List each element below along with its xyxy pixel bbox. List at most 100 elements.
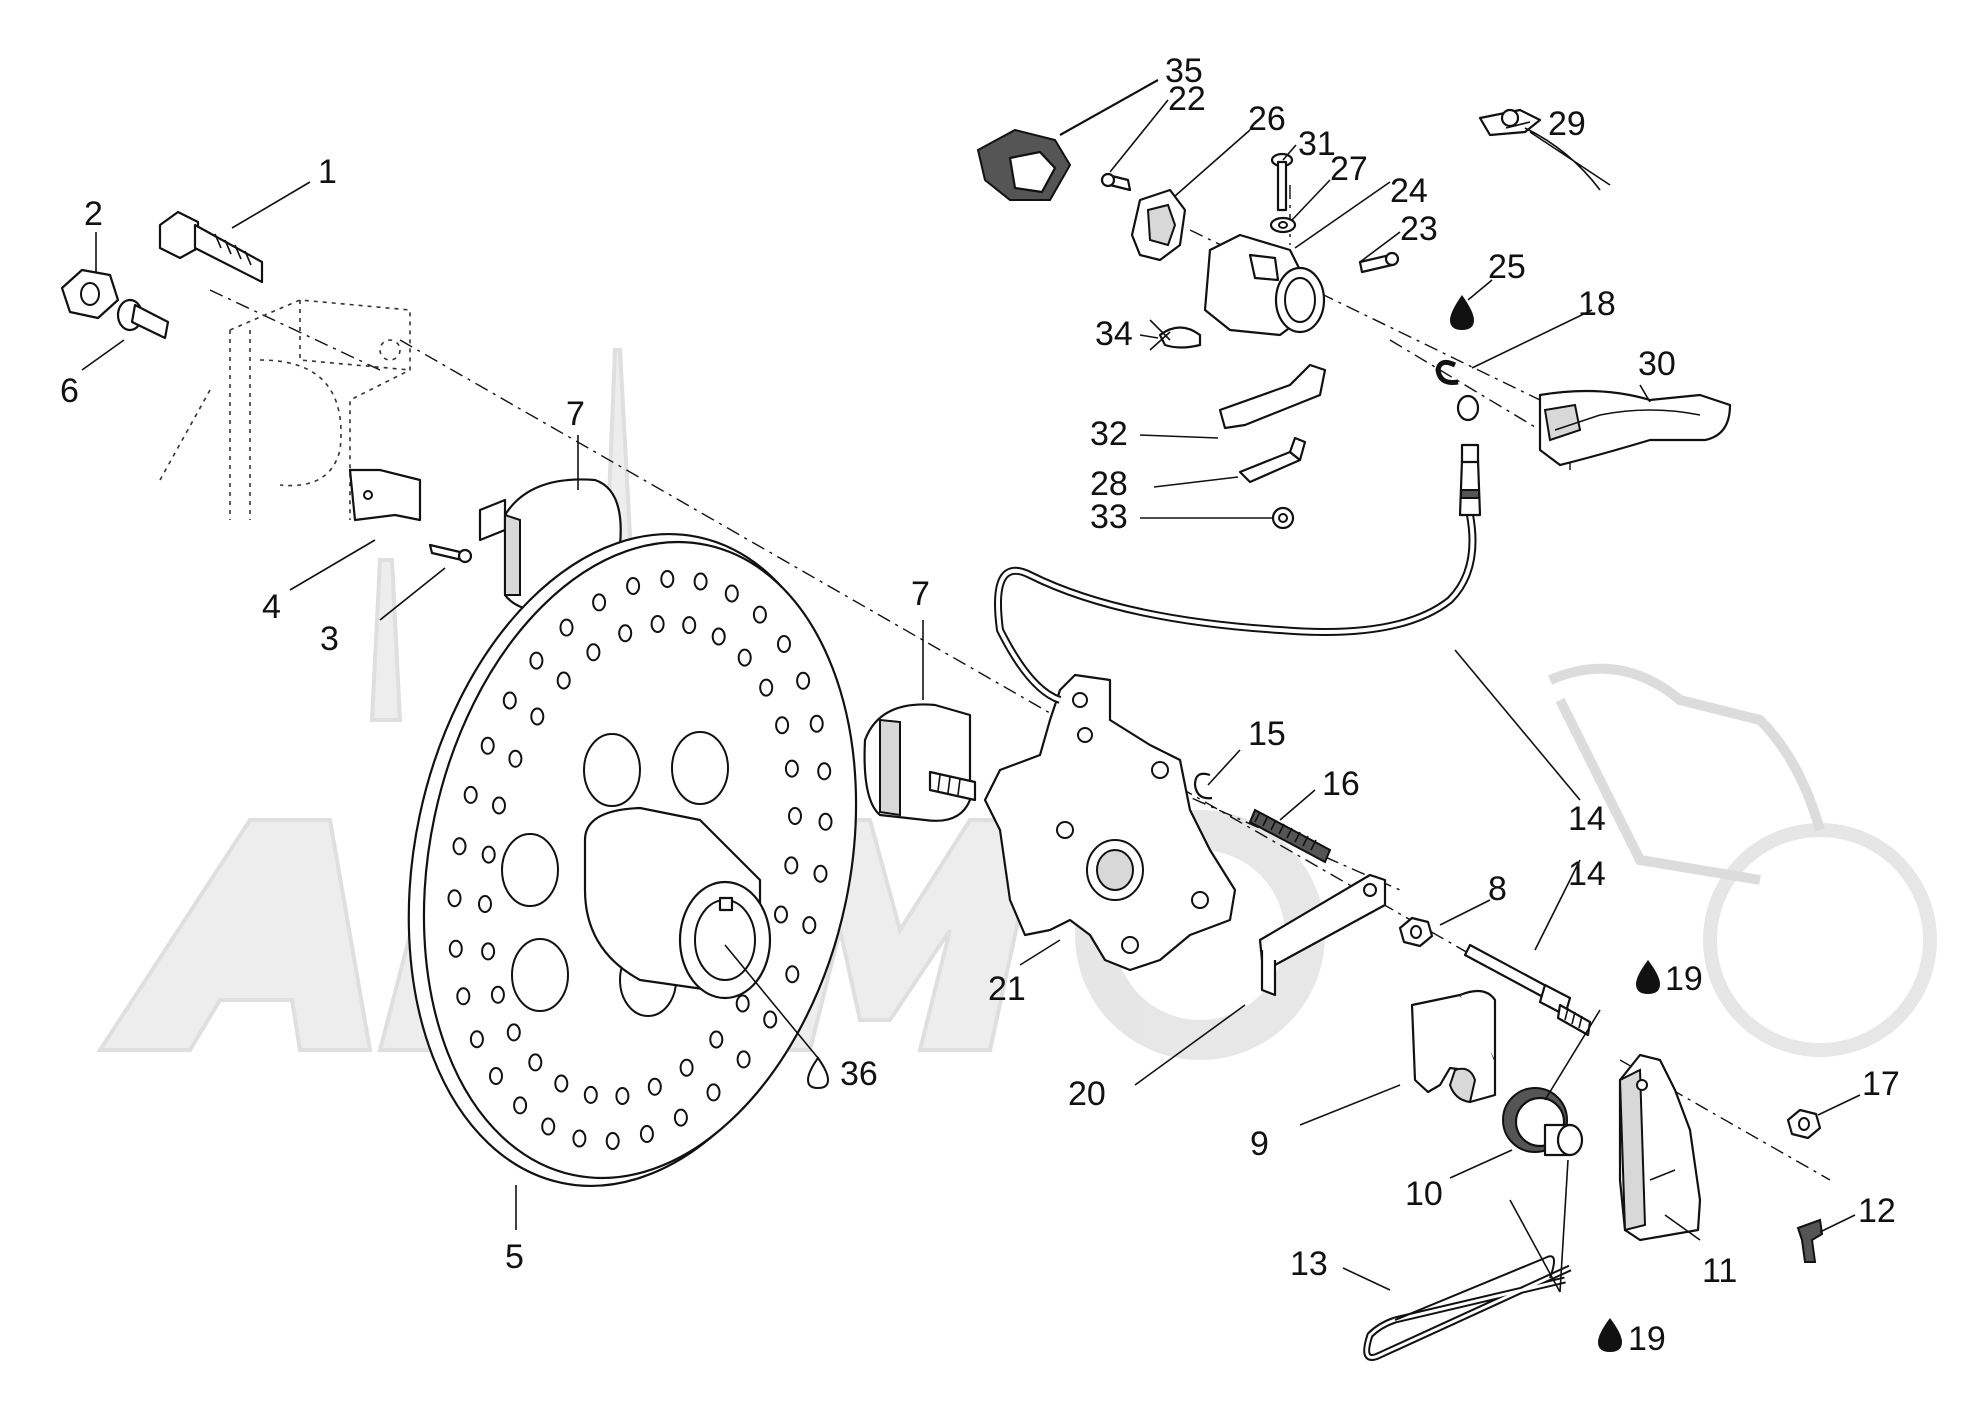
- disc-perforation-hole: [788, 807, 802, 825]
- callout-36: 36: [840, 1055, 878, 1093]
- disc-perforation-hole: [818, 812, 833, 831]
- watermark: [96, 348, 1937, 1060]
- part-25-grease-point: [1450, 295, 1474, 330]
- disc-perforation-hole: [508, 749, 523, 768]
- disc-perforation-hole: [478, 895, 492, 913]
- disc-perforation-hole: [559, 618, 574, 637]
- disc-perforation-hole: [456, 987, 471, 1006]
- disc-perforation-hole: [481, 845, 496, 864]
- disc-perforation-hole: [796, 671, 811, 690]
- callout-19-upper: 19: [1665, 960, 1703, 998]
- part-21-caliper: [983, 673, 1237, 972]
- callout-9: 9: [1250, 1125, 1269, 1163]
- disc-perforation-hole: [813, 864, 828, 883]
- disc-perforation-hole: [673, 1108, 688, 1127]
- disc-perforation-hole: [784, 856, 799, 875]
- callout-8: 8: [1488, 870, 1507, 908]
- oil-drop-icon: [1636, 960, 1660, 994]
- callout-19-lower: 19: [1628, 1320, 1666, 1358]
- disc-perforation-hole: [618, 624, 633, 643]
- part-4-clip: [348, 468, 422, 522]
- part-12-screw: [1796, 1218, 1824, 1263]
- part-7-brake-pad-inner: [863, 703, 977, 822]
- disc-perforation-hole: [605, 1132, 620, 1150]
- callout-28: 28: [1090, 465, 1128, 503]
- brake-disc-hub: [583, 806, 772, 1000]
- disc-perforation-hole: [660, 570, 675, 588]
- part-2-nut: [60, 268, 120, 320]
- disc-perforation-hole: [541, 1117, 556, 1136]
- part-31-clevis-pin: [1270, 152, 1294, 212]
- part-29-brake-switch: [1478, 108, 1611, 191]
- disc-perforation-hole: [774, 905, 788, 924]
- callout-33: 33: [1090, 498, 1128, 536]
- callout-35: 35: [1165, 52, 1203, 90]
- disc-perforation-hole: [506, 1023, 521, 1042]
- part-1-bolt: [158, 210, 264, 284]
- callout-5: 5: [505, 1238, 524, 1276]
- oil-drop-icon: [1598, 1318, 1622, 1352]
- disc-perforation-hole: [650, 615, 665, 633]
- callout-10: 10: [1405, 1175, 1443, 1213]
- part-27-washer: [1269, 216, 1297, 234]
- disc-perforation-hole: [679, 1058, 694, 1077]
- disc-perforation-hole: [592, 593, 607, 612]
- callout-11: 11: [1702, 1252, 1737, 1290]
- disc-perforation-hole: [513, 1096, 528, 1115]
- callout-29: 29: [1548, 105, 1586, 143]
- callout-1: 1: [318, 153, 337, 191]
- part-26-cover-plate: [1130, 188, 1187, 262]
- part-32-actuator-arm: [1218, 363, 1327, 430]
- brake-disc-perforations: [447, 570, 833, 1150]
- disc-perforation-hole: [809, 714, 824, 733]
- part-24-lever-housing: [1203, 233, 1326, 337]
- callout-24: 24: [1390, 172, 1428, 210]
- part-36-grease-point: [806, 1056, 830, 1090]
- part-8-nut: [1398, 916, 1434, 948]
- part-19-grease-point-upper: [1636, 960, 1660, 994]
- callout-22: 22: [1168, 80, 1206, 118]
- disc-perforation-hole: [736, 1050, 751, 1069]
- part-3-screw: [428, 543, 473, 564]
- disc-perforation-hole: [529, 651, 544, 670]
- callout-23: 23: [1400, 210, 1438, 248]
- part-11-bracket: [1618, 1053, 1702, 1242]
- disc-perforation-hole: [528, 1053, 543, 1072]
- disc-perforation-hole: [777, 635, 791, 653]
- callout-21: 21: [988, 970, 1026, 1008]
- disc-perforation-hole: [711, 627, 726, 646]
- brake-disc-lightening-holes: [501, 731, 729, 1017]
- leader-lines: [81, 79, 1861, 1293]
- part-18-circlip: [1435, 359, 1459, 385]
- callout-17: 17: [1862, 1065, 1900, 1103]
- callout-26: 26: [1248, 100, 1286, 138]
- callout-12: 12: [1858, 1192, 1896, 1230]
- oil-drop-icon: [1450, 295, 1474, 330]
- part-14-brake-cable: [994, 394, 1482, 704]
- disc-perforation-hole: [481, 942, 496, 961]
- callout-3: 3: [320, 620, 339, 658]
- disc-perforation-hole: [586, 643, 601, 662]
- oil-drop-icon: [806, 1056, 830, 1090]
- disc-perforation-hole: [490, 985, 505, 1004]
- callout-16: 16: [1322, 765, 1360, 803]
- callout-14-rod: 14: [1568, 855, 1606, 893]
- disc-perforation-hole: [572, 1129, 587, 1148]
- disc-perforation-hole: [463, 785, 478, 804]
- part-22-screw: [1100, 172, 1132, 192]
- disc-perforation-hole: [502, 691, 517, 710]
- disc-perforation-hole: [763, 1010, 778, 1029]
- part-23-screw: [1358, 251, 1400, 274]
- callout-31: 31: [1298, 125, 1336, 163]
- callout-14-cable: 14: [1568, 800, 1606, 838]
- part-6-pin: [116, 298, 170, 340]
- disc-perforation-hole: [775, 716, 790, 735]
- disc-perforation-hole: [452, 837, 467, 856]
- disc-perforation-hole: [447, 889, 462, 908]
- part-35-rubber-boot: [976, 128, 1072, 201]
- callout-4: 4: [262, 588, 281, 626]
- part-15-circlip: [1193, 772, 1213, 800]
- callout-25: 25: [1488, 248, 1526, 286]
- callout-7-upper: 7: [566, 395, 585, 433]
